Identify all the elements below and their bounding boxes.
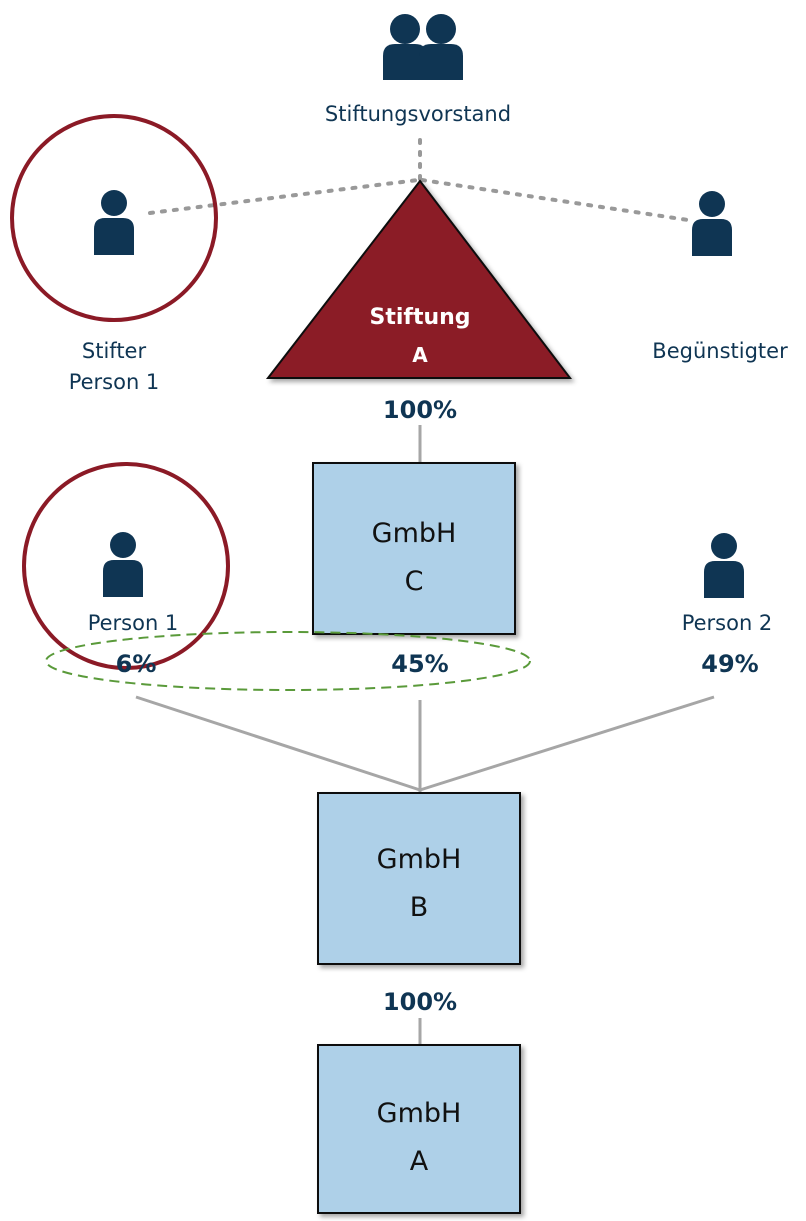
gmbh-c-label-line2: C — [405, 566, 424, 597]
gmbh-b-share-label: 100% — [383, 988, 457, 1016]
beneficiary-label: Begünstigter — [652, 339, 788, 363]
founder-highlight-circle — [10, 114, 218, 322]
gmbh-a-label-line2: A — [410, 1146, 429, 1177]
gmbh-c-box — [312, 462, 516, 635]
gmbh-a-box — [317, 1044, 521, 1214]
gmbh-a-label-line1: GmbH — [377, 1098, 462, 1129]
gmbh-b-label-line2: B — [410, 892, 429, 923]
group-ellipse — [45, 631, 531, 691]
foundation-label-line2: A — [412, 343, 428, 367]
gmbh-b-box — [317, 792, 521, 965]
founder-label-line2: Person 1 — [69, 370, 160, 394]
person-1-label: Person 1 — [88, 611, 179, 635]
foundation-share-label: 100% — [383, 396, 457, 424]
person-2-share-label: 49% — [701, 650, 758, 678]
board-label: Stiftungsvorstand — [325, 102, 511, 126]
person-2-label: Person 2 — [682, 611, 773, 635]
foundation-label-line1: Stiftung — [369, 305, 470, 330]
person-1-highlight-circle — [22, 462, 230, 670]
person-1-icon — [103, 532, 143, 597]
founder-person-icon — [94, 190, 134, 255]
group-of-people-icon — [383, 14, 463, 80]
board-connector-lines — [148, 138, 690, 222]
gmbh-c-label-line1: GmbH — [372, 518, 457, 549]
beneficiary-person-icon — [692, 191, 732, 256]
person-1-share-label: 6% — [116, 650, 157, 678]
shareholder-connector-lines — [135, 695, 715, 793]
foundation-triangle — [265, 179, 573, 379]
gmbh-b-label-line1: GmbH — [377, 844, 462, 875]
founder-label-line1: Stifter — [82, 339, 147, 363]
gmbh-c-share-label: 45% — [391, 650, 448, 678]
person-2-icon — [704, 533, 744, 598]
